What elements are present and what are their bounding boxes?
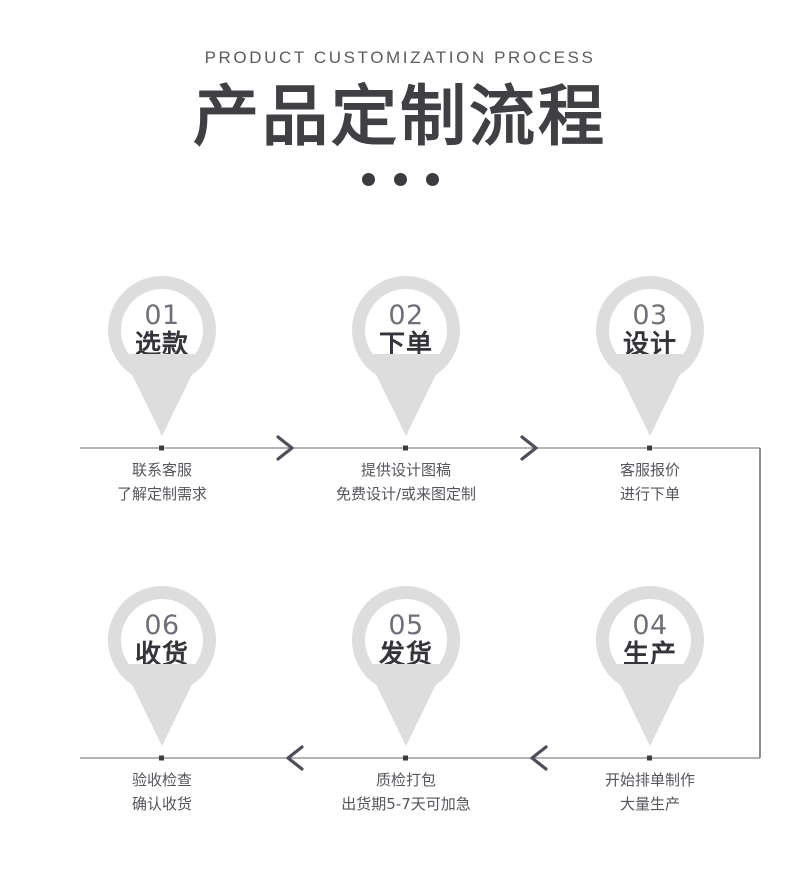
flow-connectors <box>80 435 761 771</box>
step-caption-06: 验收检查 确认收货 <box>42 768 282 817</box>
process-step-pin-01[interactable]: 01 选款 <box>108 276 216 436</box>
step-label: 生产 <box>622 640 677 670</box>
step-caption-02: 提供设计图稿 免费设计/或来图定制 <box>286 458 526 507</box>
arrow-left-icon <box>530 745 548 771</box>
decoration-dot-icon <box>393 173 407 187</box>
step-caption-03: 客服报价 进行下单 <box>530 458 770 507</box>
decoration-dot-icon <box>361 173 375 187</box>
anchor-dot-icon <box>403 445 408 451</box>
pin-tail-icon <box>366 354 446 436</box>
caption-line-2: 确认收货 <box>131 795 192 814</box>
arrow-right-icon <box>520 435 538 461</box>
step-caption-05: 质检打包 出货期5-7天可加急 <box>286 768 526 817</box>
pin-tail-icon <box>122 354 202 436</box>
header-eyebrow: PRODUCT CUSTOMIZATION PROCESS <box>204 48 596 67</box>
pin-tail-icon <box>122 664 202 746</box>
process-flow-diagram: 01 选款 02 下单 03 设计 联系客服 了解定制需求 提供设计图稿 免费 <box>0 250 800 850</box>
anchor-dot-icon <box>159 445 164 451</box>
caption-line-1: 开始排单制作 <box>604 771 695 789</box>
pin-tail-icon <box>610 354 690 436</box>
step-number: 06 <box>144 610 180 641</box>
step-label: 下单 <box>378 330 433 360</box>
decoration-dot-icon <box>425 173 439 187</box>
process-step-pin-03[interactable]: 03 设计 <box>596 276 704 436</box>
anchor-dot-icon <box>647 755 652 761</box>
step-caption-04: 开始排单制作 大量生产 <box>530 768 770 817</box>
caption-line-1: 质检打包 <box>375 771 436 789</box>
step-label: 发货 <box>378 640 433 670</box>
step-number: 05 <box>388 610 424 641</box>
anchor-dot-icon <box>647 445 652 451</box>
page-title: 产品定制流程 <box>193 78 607 155</box>
pin-tail-icon <box>366 664 446 746</box>
step-label: 收货 <box>134 640 189 670</box>
step-number: 04 <box>632 610 668 641</box>
caption-line-2: 出货期5-7天可加急 <box>341 795 471 814</box>
caption-line-1: 客服报价 <box>619 461 680 479</box>
step-label: 设计 <box>622 330 677 360</box>
arrow-left-icon <box>286 745 304 771</box>
anchor-dot-icon <box>403 755 408 761</box>
process-step-pin-02[interactable]: 02 下单 <box>352 276 460 436</box>
caption-line-2: 进行下单 <box>619 485 680 504</box>
anchor-dot-icon <box>159 755 164 761</box>
process-step-pin-06[interactable]: 06 收货 <box>108 586 216 746</box>
pin-tail-icon <box>610 664 690 746</box>
page-header: PRODUCT CUSTOMIZATION PROCESS 产品定制流程 <box>0 0 800 187</box>
caption-line-1: 联系客服 <box>131 461 192 479</box>
process-step-pin-05[interactable]: 05 发货 <box>352 586 460 746</box>
process-step-pin-04[interactable]: 04 生产 <box>596 586 704 746</box>
map-pin-icon: 05 发货 <box>352 586 460 694</box>
caption-line-2: 大量生产 <box>619 795 680 814</box>
caption-line-2: 免费设计/或来图定制 <box>335 485 477 504</box>
step-label: 选款 <box>134 330 189 360</box>
arrow-right-icon <box>276 435 294 461</box>
step-caption-01: 联系客服 了解定制需求 <box>42 458 282 507</box>
caption-line-1: 提供设计图稿 <box>360 461 451 479</box>
dot-decoration <box>0 173 800 187</box>
map-pin-icon: 04 生产 <box>596 586 704 694</box>
step-number: 01 <box>144 300 180 331</box>
step-number: 03 <box>632 300 668 331</box>
step-number: 02 <box>388 300 424 331</box>
caption-line-2: 了解定制需求 <box>116 485 207 504</box>
caption-line-1: 验收检查 <box>131 771 192 789</box>
